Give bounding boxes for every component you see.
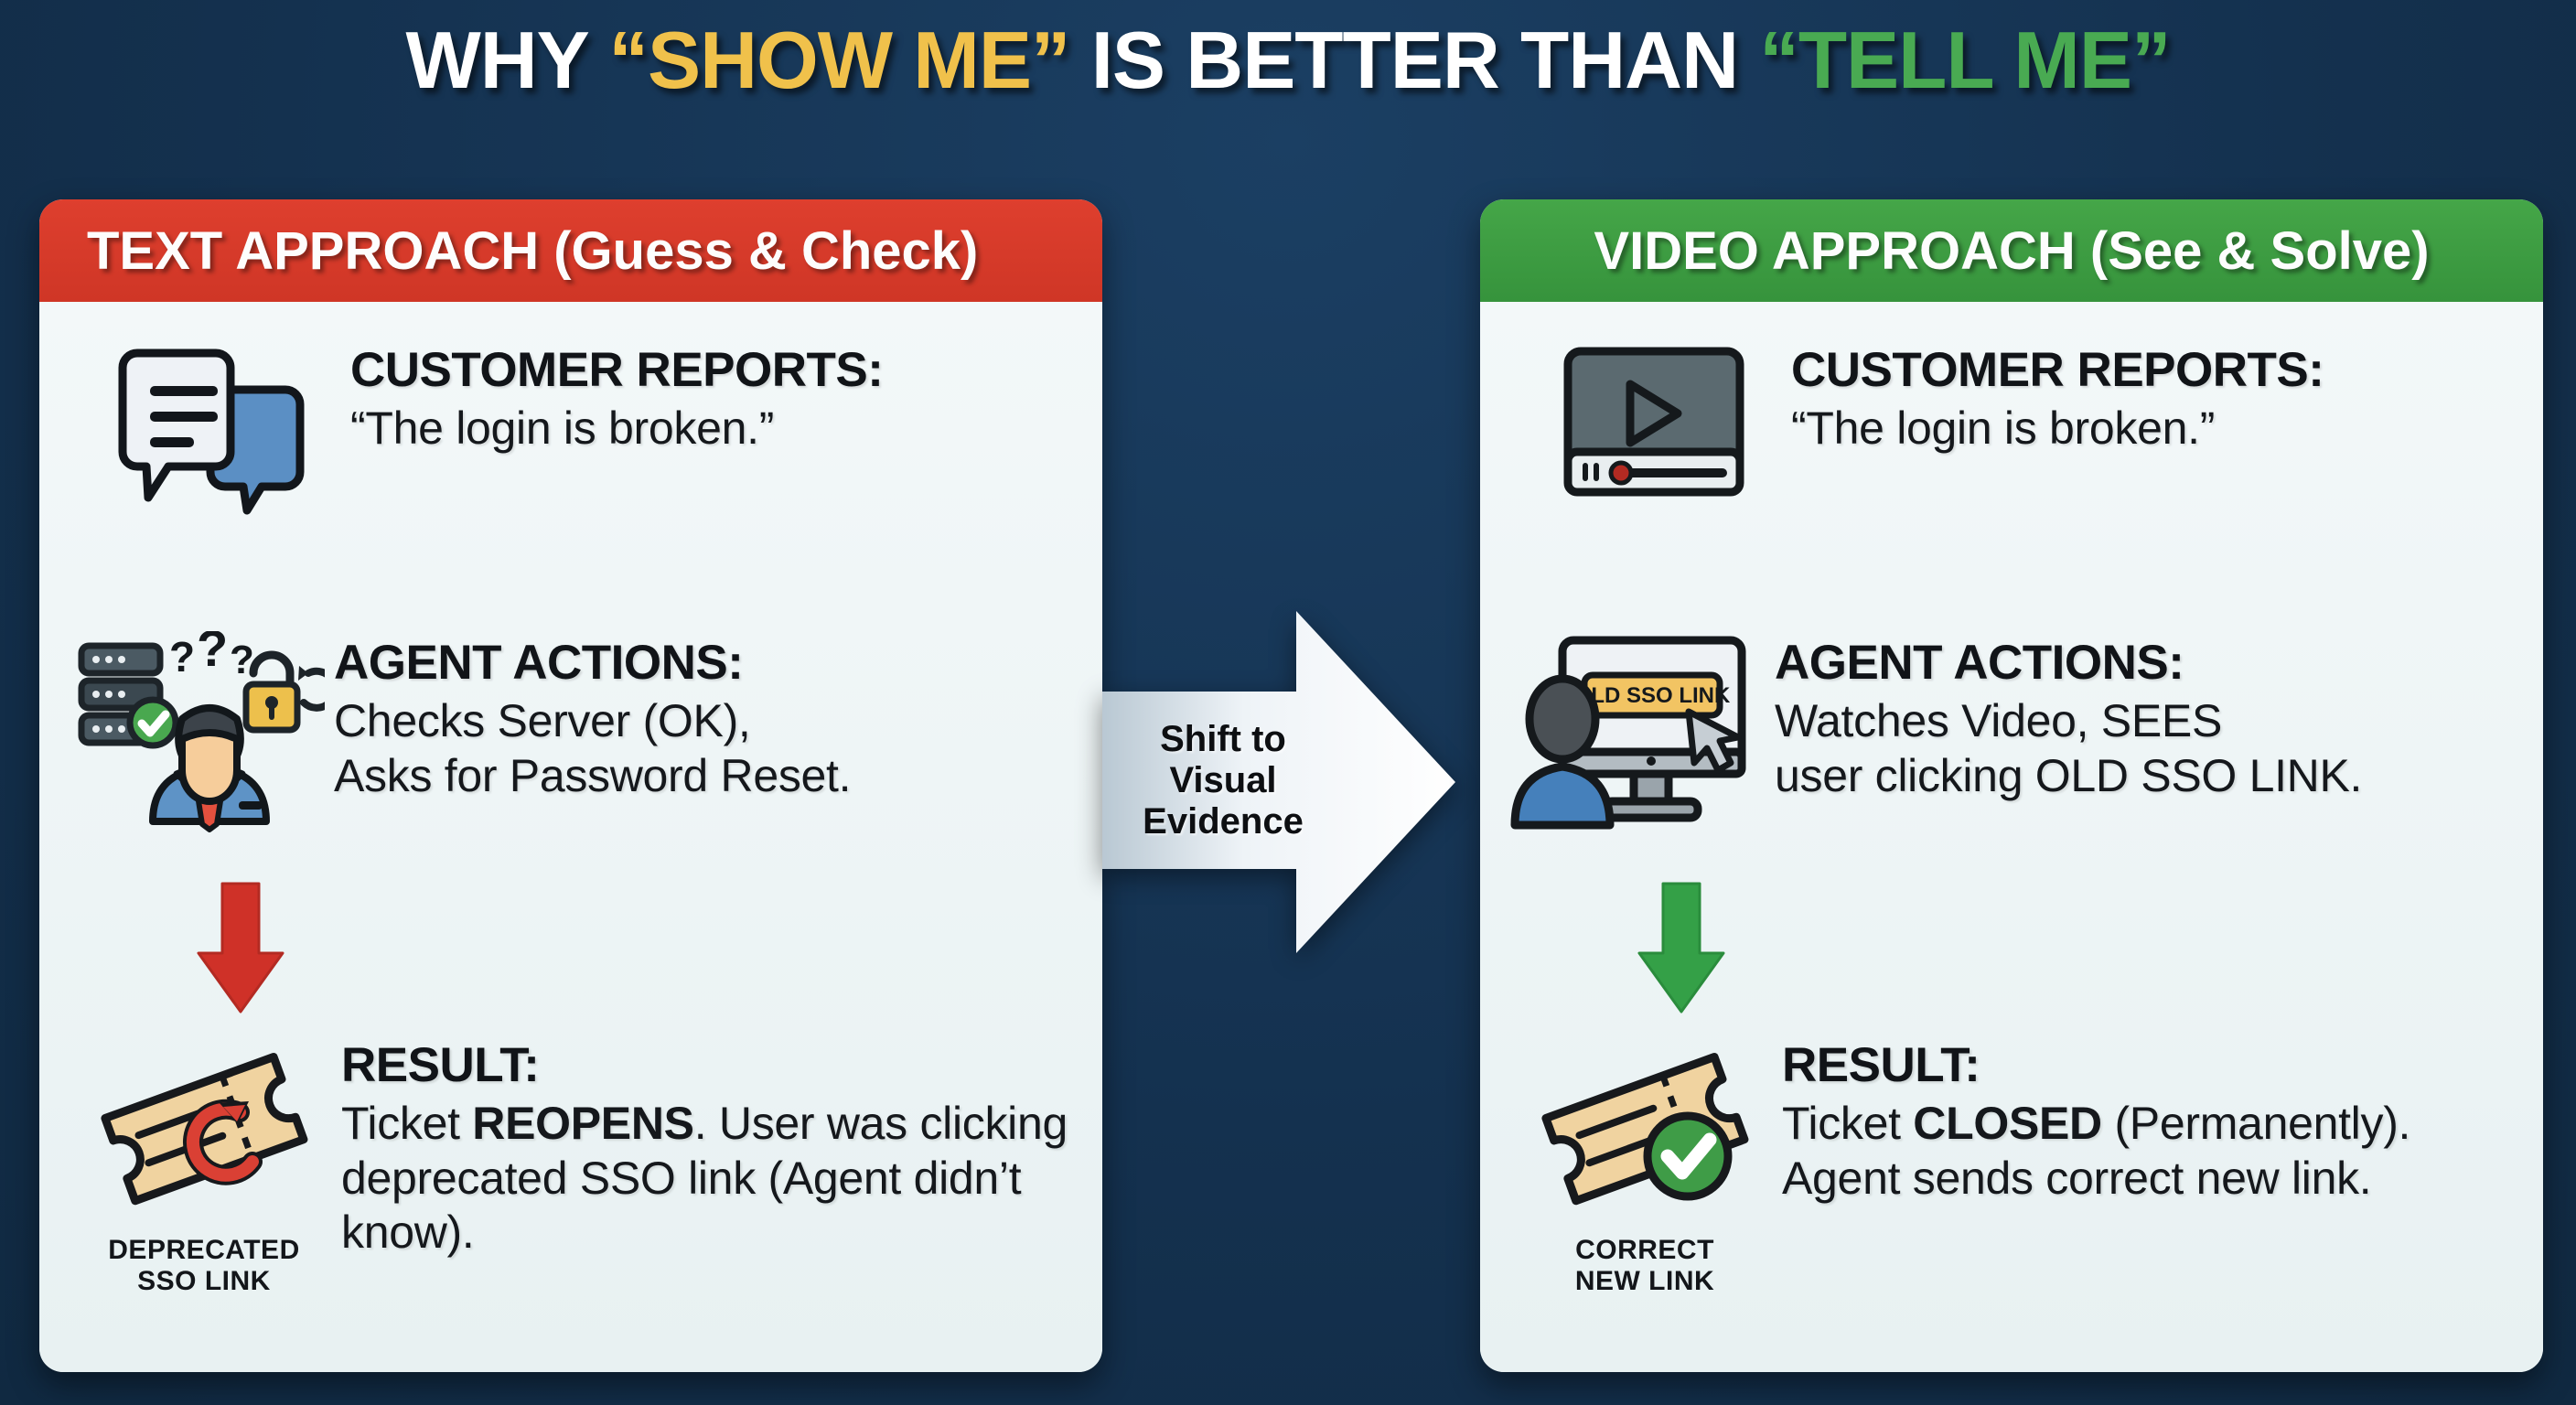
title-highlight-tell-me: “TELL ME” (1759, 15, 2171, 105)
result-suffix: (Permanently). Agent sends correct new l… (1782, 1098, 2411, 1204)
center-arrow-label: Shift to Visual Evidence (1119, 719, 1327, 843)
icon-caption-line-2: SSO LINK (137, 1265, 271, 1296)
icon-column: ? ? ? (59, 631, 334, 851)
confused-agent-server-lock-icon: ? ? ? (78, 631, 325, 832)
agent-monitor-cursor-icon: OLD SSO LINK (1510, 636, 1746, 830)
ticket-closed-check-icon (1541, 1052, 1749, 1206)
green-down-arrow-icon (1637, 882, 1725, 1014)
row-body: Ticket CLOSED (Permanently). Agent sends… (1782, 1097, 2518, 1206)
row-body-line-1: Checks Server (OK), (334, 695, 751, 747)
video-player-icon (1563, 347, 1744, 497)
svg-text:?: ? (169, 633, 195, 681)
panel-header-main: TEXT APPROACH (87, 220, 540, 281)
panel-header-video-approach: VIDEO APPROACH (See & Solve) (1480, 199, 2543, 302)
result-emphasis: REOPENS (472, 1098, 694, 1150)
center-shift-arrow: Shift to Visual Evidence (1102, 604, 1457, 960)
row-body-line-1: Watches Video, SEES (1775, 695, 2223, 747)
icon-caption-line-2: NEW LINK (1574, 1265, 1715, 1296)
panel-header-sub: (Guess & Check) (539, 220, 979, 281)
icon-caption: CORRECT NEW LINK (1575, 1235, 1714, 1296)
row-body: “The login is broken.” (350, 402, 775, 455)
red-down-arrow-icon (197, 882, 284, 1014)
row-heading: CUSTOMER REPORTS: (350, 343, 884, 397)
row-agent-actions-text: ? ? ? (59, 631, 1075, 851)
center-arrow-label-line-1: Shift to (1160, 719, 1286, 759)
center-arrow-label-line-2: Visual (1169, 760, 1277, 801)
row-body: “The login is broken.” (1791, 402, 2216, 455)
panel-header-text-approach: TEXT APPROACH (Guess & Check) (39, 199, 1102, 302)
icon-caption: DEPRECATED SSO LINK (108, 1235, 299, 1296)
icon-column: CORRECT NEW LINK (1508, 1034, 1782, 1296)
ticket-reopen-icon (101, 1052, 308, 1206)
icon-column (1517, 338, 1791, 512)
row-agent-actions-video: OLD SSO LINK AGENT ACTIONS: Watches Vide… (1500, 631, 2516, 846)
icon-caption-line-1: DEPRECATED (108, 1235, 300, 1265)
panel-text-approach: TEXT APPROACH (Guess & Check) (39, 199, 1102, 1372)
title-highlight-show-me: “SHOW ME” (608, 15, 1070, 105)
row-body: Ticket REOPENS. User was clicking deprec… (341, 1097, 1078, 1260)
row-heading: AGENT ACTIONS: (334, 636, 744, 690)
text-column: AGENT ACTIONS: Checks Server (OK), Asks … (334, 631, 1075, 803)
right-arrow-icon (1102, 611, 1455, 953)
panel-header-label: VIDEO APPROACH (See & Solve) (1594, 220, 2429, 282)
icon-caption-line-1: CORRECT (1575, 1235, 1714, 1265)
row-result-text: DEPRECATED SSO LINK RESULT: Ticket REOPE… (67, 1034, 1078, 1296)
text-column: CUSTOMER REPORTS: “The login is broken.” (1791, 338, 2514, 456)
text-column: AGENT ACTIONS: Watches Video, SEES user … (1775, 631, 2516, 803)
icon-column: OLD SSO LINK (1500, 631, 1775, 846)
icon-column: DEPRECATED SSO LINK (67, 1034, 341, 1296)
page-title: WHY “SHOW ME” IS BETTER THAN “TELL ME” (13, 20, 2563, 101)
title-part-2: IS BETTER THAN (1069, 15, 1760, 105)
row-heading: RESULT: (1782, 1038, 1980, 1092)
row-heading: AGENT ACTIONS: (1775, 636, 2184, 690)
text-column: CUSTOMER REPORTS: “The login is broken.” (350, 338, 1073, 456)
row-body-line-2: Asks for Password Reset. (334, 749, 852, 801)
text-column: RESULT: Ticket REOPENS. User was clickin… (341, 1034, 1078, 1260)
result-prefix: Ticket (341, 1098, 473, 1150)
row-customer-reports-video: CUSTOMER REPORTS: “The login is broken.” (1517, 338, 2514, 512)
row-heading: RESULT: (341, 1038, 540, 1092)
panel-header-sub: (See & Solve) (2075, 220, 2430, 281)
text-column: RESULT: Ticket CLOSED (Permanently). Age… (1782, 1034, 2518, 1206)
row-customer-reports-text: CUSTOMER REPORTS: “The login is broken.” (76, 338, 1073, 521)
panel-body-text-approach: CUSTOMER REPORTS: “The login is broken.” (39, 302, 1102, 1372)
row-body-line-2: user clicking OLD SSO LINK. (1775, 749, 2363, 801)
panel-video-approach: VIDEO APPROACH (See & Solve) (1480, 199, 2543, 1372)
row-result-video: CORRECT NEW LINK RESULT: Ticket CLOSED (… (1508, 1034, 2518, 1296)
row-heading: CUSTOMER REPORTS: (1791, 343, 2324, 397)
title-part-1: WHY (405, 15, 609, 105)
result-suffix: . User was clicking deprecated SSO link … (341, 1098, 1068, 1259)
panel-body-video-approach: CUSTOMER REPORTS: “The login is broken.” (1480, 302, 2543, 1372)
result-emphasis: CLOSED (1913, 1098, 2102, 1150)
center-arrow-label-line-3: Evidence (1143, 801, 1304, 842)
panel-header-main: VIDEO APPROACH (1594, 220, 2076, 281)
svg-text:?: ? (197, 631, 228, 677)
icon-column (76, 338, 350, 521)
result-prefix: Ticket (1782, 1098, 1914, 1150)
panel-header-label: TEXT APPROACH (Guess & Check) (87, 220, 978, 282)
speech-bubbles-icon (118, 349, 305, 515)
screen-badge-label: OLD SSO LINK (1574, 683, 1731, 708)
